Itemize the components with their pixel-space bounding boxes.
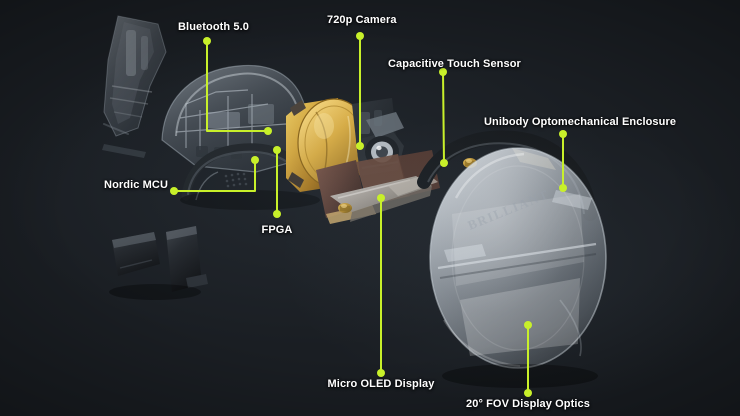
callout-dot-camera-0[interactable] [356, 32, 364, 40]
callout-dot-fov-optics-1[interactable] [524, 389, 532, 397]
callout-dot-micro-oled-0[interactable] [377, 194, 385, 202]
callout-dot-bluetooth-1[interactable] [264, 127, 272, 135]
callout-dot-fpga-0[interactable] [273, 146, 281, 154]
callout-label-touch-sensor[interactable]: Capacitive Touch Sensor [388, 58, 521, 70]
ground-shadows [109, 190, 598, 388]
callout-dot-fov-optics-0[interactable] [524, 321, 532, 329]
callout-dot-fpga-1[interactable] [273, 210, 281, 218]
callout-label-micro-oled[interactable]: Micro OLED Display [327, 378, 435, 390]
callout-label-nordic-mcu[interactable]: Nordic MCU [104, 179, 168, 191]
part-screws [338, 158, 477, 213]
callout-dot-nordic-mcu-1[interactable] [251, 156, 259, 164]
callout-dot-micro-oled-1[interactable] [377, 369, 385, 377]
callout-dot-enclosure-1[interactable] [559, 184, 567, 192]
callout-label-fpga[interactable]: FPGA [261, 224, 293, 236]
callout-dot-nordic-mcu-0[interactable] [170, 187, 178, 195]
callout-line-touch-sensor [442, 71, 445, 164]
callout-dot-camera-1[interactable] [356, 142, 364, 150]
callout-line-bluetooth [206, 40, 269, 132]
callout-label-bluetooth[interactable]: Bluetooth 5.0 [178, 21, 249, 33]
callout-label-camera[interactable]: 720p Camera [327, 14, 397, 26]
callout-line-nordic-mcu [173, 159, 256, 192]
part-frame-hinge [103, 15, 167, 137]
callout-label-enclosure[interactable]: Unibody Optomechanical Enclosure [484, 116, 677, 128]
callout-dot-touch-sensor-1[interactable] [440, 159, 448, 167]
part-unibody-shell [161, 64, 308, 173]
callout-dot-touch-sensor-0[interactable] [439, 68, 447, 76]
callout-dot-bluetooth-0[interactable] [203, 37, 211, 45]
callout-label-fov-optics[interactable]: 20° FOV Display Optics [466, 398, 590, 410]
callout-dot-enclosure-0[interactable] [559, 130, 567, 138]
part-display-optics: BRILLIANT [429, 147, 607, 369]
part-battery-modules [112, 226, 208, 292]
part-strut [102, 144, 146, 158]
